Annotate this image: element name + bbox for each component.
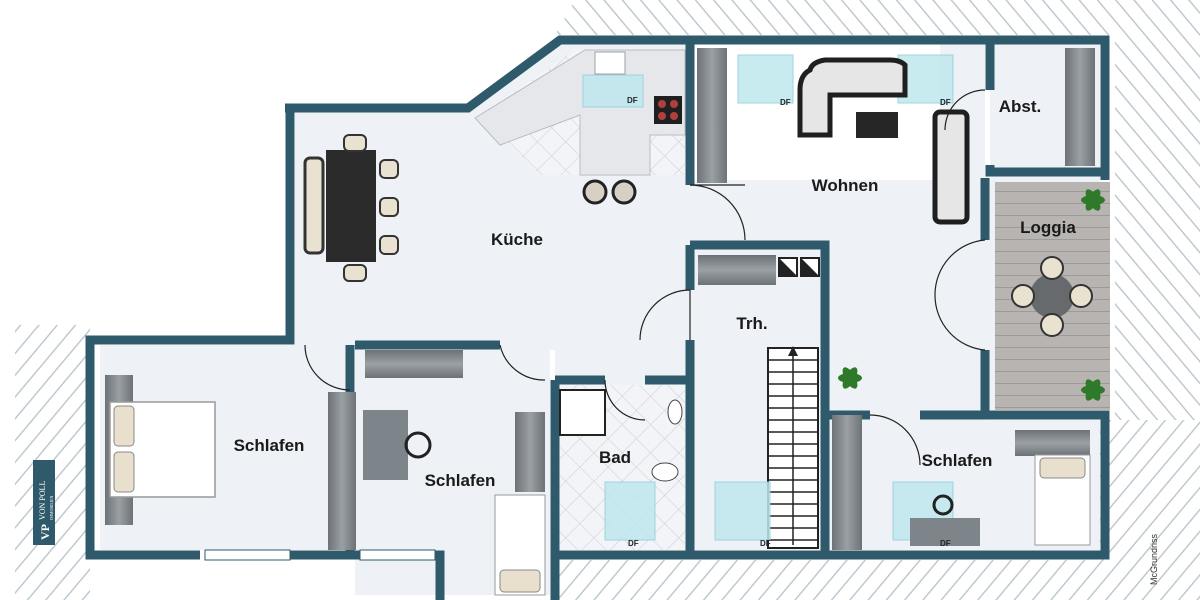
roof-window-kitchen [582, 74, 644, 108]
chair-icon [343, 264, 367, 282]
credit-label: McGrundriss [1149, 533, 1159, 585]
loggia-furniture [1011, 256, 1093, 337]
df-label-stair: DF [760, 539, 771, 548]
windows [204, 549, 436, 561]
ventilation-shafts [778, 257, 820, 277]
df-label-bedroom: DF [940, 539, 951, 548]
df-label-bath: DF [628, 539, 639, 548]
bar-stool-icon [582, 179, 608, 205]
brand-band: VP VON POLL IMMOBILIEN [33, 460, 55, 545]
plant-icon [1081, 379, 1105, 401]
washbasin-icon [667, 399, 683, 425]
dining-table [303, 134, 399, 282]
room-label-schlafen-left: Schlafen [234, 436, 305, 455]
chair-icon [343, 134, 367, 152]
room-label-bad: Bad [599, 448, 631, 467]
office-chair-icon-right [932, 494, 954, 516]
brand-tagline: IMMOBILIEN [49, 495, 54, 520]
desk-icon [363, 410, 408, 480]
room-label-schlafen-right: Schlafen [922, 451, 993, 470]
bar-stool-icon [611, 179, 637, 205]
roof-window-stair [714, 481, 771, 541]
plant-icon [1081, 189, 1105, 211]
room-label-abst: Abst. [999, 97, 1042, 116]
doors [304, 89, 986, 466]
room-label-loggia: Loggia [1020, 218, 1076, 237]
sofa-icon [932, 109, 970, 225]
corner-sofa-icon [797, 57, 908, 138]
bedroom-furniture: DF [105, 375, 1091, 596]
plant-icon [838, 367, 862, 389]
roof-window-bath [604, 481, 656, 541]
room-label-trh: Trh. [736, 314, 767, 333]
chair-icon [379, 235, 399, 255]
brand-company: VON POLL [38, 481, 47, 520]
chair-icon [379, 197, 399, 217]
kitchen-sink-icon [594, 51, 626, 75]
stair-arrow-icon [788, 346, 798, 356]
toilet-icon [651, 462, 679, 482]
room-label-wohnen: Wohnen [812, 176, 879, 195]
roof-window-living-1 [737, 54, 794, 104]
coffee-table-icon [856, 112, 898, 138]
bench-icon [303, 156, 325, 255]
staircase: DF [714, 346, 819, 549]
bathroom-fixtures: DF [559, 389, 683, 548]
round-table-icon [1030, 274, 1074, 318]
shower-icon [559, 389, 606, 436]
office-chair-icon [404, 431, 432, 459]
df-label-kitchen: DF [627, 96, 638, 105]
stove-icon [654, 96, 682, 124]
df-label-living-1: DF [780, 98, 791, 107]
brand-monogram: VP [38, 524, 52, 540]
kitchen-counter: DF [474, 49, 686, 205]
chair-icon [379, 159, 399, 179]
wardrobes [328, 48, 1095, 550]
room-labels: Küche Wohnen Abst. Loggia Trh. Bad Schla… [234, 97, 1077, 490]
df-label-living-2: DF [940, 98, 951, 107]
room-label-kueche: Küche [491, 230, 543, 249]
desk-icon-right [910, 518, 980, 546]
plants [838, 189, 1105, 401]
living-room-furniture: DF DF [737, 54, 970, 225]
room-label-schlafen-mid: Schlafen [425, 471, 496, 490]
